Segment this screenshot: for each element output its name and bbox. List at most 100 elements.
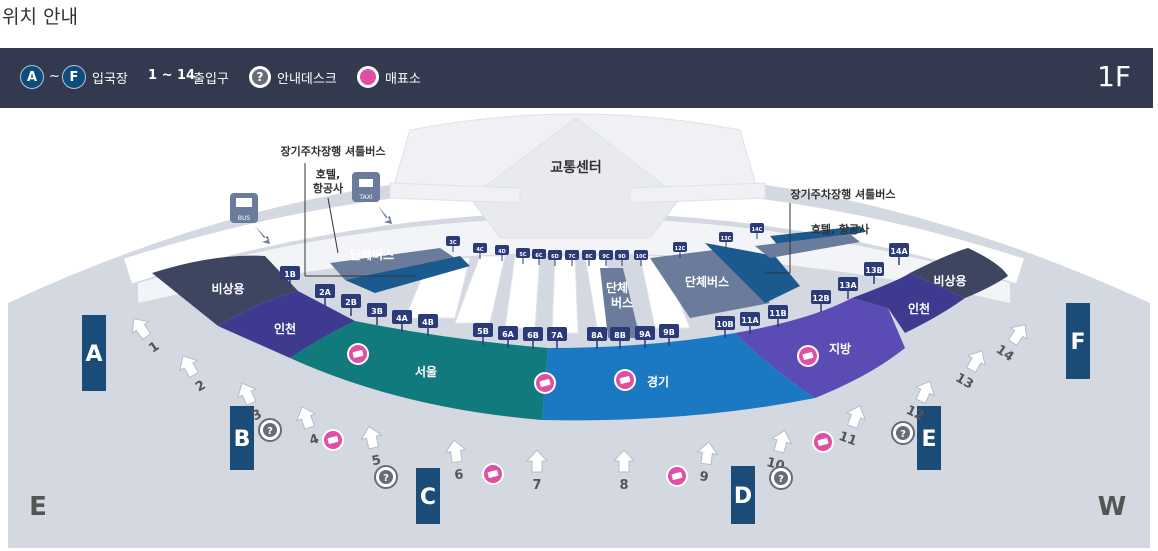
zone-seoul-label: 서울 [415, 364, 437, 379]
bus-stop-label: 6D [551, 254, 559, 260]
gate-label: F [1070, 330, 1085, 355]
exit-label: 12 [904, 403, 927, 424]
gate-b[interactable]: B [230, 406, 254, 470]
gate-a-legend-badge: A [20, 65, 44, 89]
help-symbol: ? [900, 429, 906, 440]
bus-stop-label: 8A [591, 331, 604, 340]
bus-stop-4c: 4C [473, 243, 487, 259]
help-desk-icon: ? [249, 66, 271, 88]
taxi-icon-label: TAXI [358, 194, 372, 201]
shuttle-left-label: 장기주차장행 셔틀버스 [280, 144, 385, 158]
legend-ticket-label: 매표소 [385, 72, 421, 87]
gate-label: B [234, 427, 251, 452]
bus-stop-label: 4D [498, 249, 506, 255]
bus-stop-1b: 1B [280, 266, 300, 288]
bus-stop-6b: 6B [523, 327, 543, 349]
legend-gate-label: 입국장 [92, 72, 128, 87]
ticket-office-icon [666, 465, 688, 487]
bus-stop-13b: 13B [864, 262, 884, 284]
bus-stop-label: 2B [345, 298, 357, 307]
group-bus-center-label-1: 단체 [606, 280, 628, 295]
bus-stop-6c: 6C [532, 249, 546, 265]
zone-incheon-left [218, 291, 355, 358]
bus-stop-7a: 7A [547, 327, 567, 349]
exit-6[interactable]: 6 [444, 439, 470, 484]
help-symbol: ? [267, 426, 273, 437]
bus-stop-5b: 5B [473, 323, 493, 345]
help-desk-icon: ? [891, 421, 915, 445]
exit-8[interactable]: 8 [612, 449, 636, 493]
exit-11[interactable]: 11 [836, 402, 870, 449]
bus-stop-8c: 8C [582, 250, 596, 266]
bus-stop-5c: 5C [516, 248, 530, 264]
help-desk-icon: ? [769, 466, 793, 490]
bus-stop-9d: 9D [615, 250, 629, 266]
bus-stop-label: 8B [614, 331, 626, 340]
exit-12[interactable]: 12 [903, 377, 939, 424]
zone-regional-label: 지방 [829, 341, 851, 356]
ticket-office-icon [347, 343, 369, 365]
zone-emergency-right [910, 248, 1008, 298]
group-bus-center-lane [600, 268, 640, 338]
group-bus-center-label-2: 버스 [611, 295, 633, 310]
bus-stop-label: 13A [839, 281, 857, 290]
bus-stop-8b: 8B [610, 327, 630, 349]
bus-stop-12b: 12B [811, 290, 831, 312]
legend-help-label: 안내데스크 [277, 72, 337, 87]
bus-stop-13a: 13A [838, 277, 858, 299]
legend-tilde: ~ [49, 69, 60, 84]
bus-stop-label: 9D [618, 254, 626, 260]
bus-stop-6a: 6A [498, 326, 518, 348]
gate-d[interactable]: D [731, 466, 755, 524]
exit-label: 8 [619, 478, 628, 493]
group-bus-left-lane-lower [345, 256, 470, 293]
zone-emergency-left-label: 비상용 [211, 281, 244, 296]
exit-7[interactable]: 7 [525, 449, 549, 493]
legend-exit-range: 1 ~ 14 [148, 68, 196, 83]
gate-label: C [420, 485, 436, 510]
legend-exit-label: 출입구 [193, 72, 229, 87]
hotel-right-lane [755, 234, 860, 258]
bus-stop-label: 4B [422, 318, 434, 327]
gate-e[interactable]: E [917, 406, 941, 470]
gate-a[interactable]: A [82, 315, 106, 391]
shuttle-right-label: 장기주차장행 셔틀버스 [790, 187, 895, 201]
exit-9[interactable]: 9 [693, 441, 719, 486]
hotel-right-label: 호텔, 항공사 [811, 222, 870, 236]
hotel-left-label-1: 호텔, [316, 167, 340, 181]
help-desk-icon: ? [258, 418, 282, 442]
gate-c[interactable]: C [416, 468, 440, 524]
zone-gyeonggi [542, 333, 815, 421]
compass-west: W [1098, 492, 1127, 522]
help-symbol: ? [383, 473, 389, 484]
bus-stop-label: 2A [319, 288, 332, 297]
bus-stop-3c: 3C [446, 236, 460, 252]
exit-label: 11 [837, 429, 859, 449]
gate-f[interactable]: F [1066, 303, 1090, 379]
bus-stop-13c: 13C [719, 232, 733, 248]
help-desk-icon: ? [374, 465, 398, 489]
zone-emergency-left [152, 255, 298, 326]
ticket-office-icon [534, 372, 556, 394]
bus-stop-label: 9B [663, 328, 675, 337]
exit-label: 9 [698, 469, 709, 485]
ticket-office-icon [322, 429, 344, 451]
bus-stop-label: 9A [639, 330, 652, 339]
transport-center-building [389, 113, 766, 239]
map-legend: A ~ F 입국장 1 ~ 14 출입구 ? 안내데스크 매표소 1F [0, 48, 1153, 108]
exit-5[interactable]: 5 [359, 424, 388, 470]
zone-emergency-right-label: 비상용 [933, 273, 966, 288]
exit-label: 7 [532, 478, 541, 493]
bus-stop-label: 1B [284, 270, 296, 279]
bus-stop-label: 6B [527, 331, 539, 340]
bus-stop-6d: 6D [548, 250, 562, 266]
gate-f-legend-badge: F [62, 65, 86, 89]
bus-stop-4d: 4D [495, 245, 509, 261]
exit-label: 5 [370, 453, 382, 470]
zone-gyeonggi-label: 경기 [647, 374, 669, 389]
zone-incheon-right-label: 인천 [908, 301, 930, 316]
help-symbol: ? [256, 70, 264, 84]
bus-stop-8a: 8A [587, 327, 607, 349]
